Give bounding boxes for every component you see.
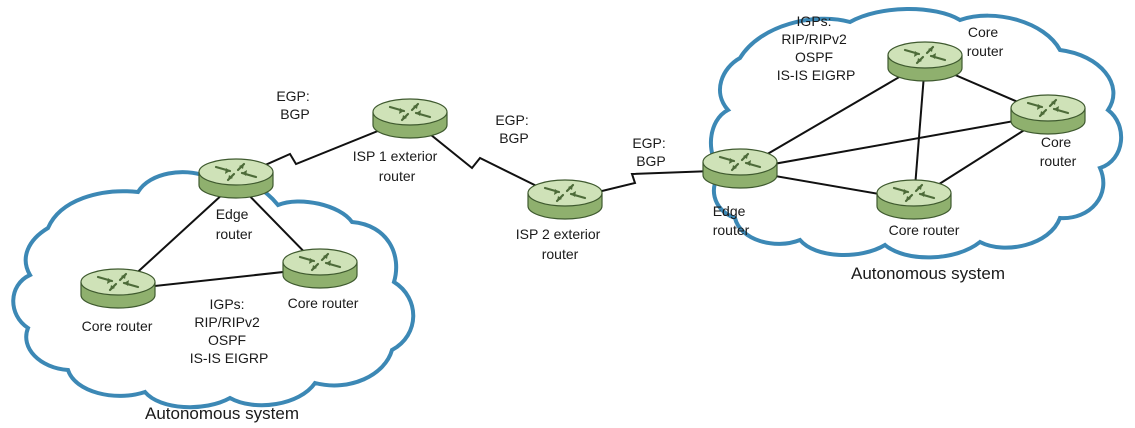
- right-core-router-top-label: Core router: [967, 24, 1004, 59]
- egp-middle-label: EGP: BGP: [495, 112, 532, 146]
- left-as-cloud: [11, 170, 416, 410]
- router-icon: [79, 267, 157, 310]
- link-core-top-core-bottom: [913, 61, 926, 201]
- egp-left-label: EGP: BGP: [276, 88, 313, 122]
- isp2-label: ISP 2 exterior router: [516, 226, 604, 262]
- router-icon: [875, 178, 953, 221]
- right-igps-label: IGPs: RIP/RIPv2 OSPF IS-IS EIGRP: [777, 13, 856, 83]
- right-core-router-right-label: Core router: [1040, 134, 1077, 169]
- right-edge-router-label: Edge router: [713, 203, 750, 238]
- router-icon: [281, 247, 359, 290]
- right-as-cloud: [709, 7, 1124, 260]
- left-igps-label: IGPs: RIP/RIPv2 OSPF IS-IS EIGRP: [190, 296, 269, 366]
- link-edge-core-top: [739, 61, 926, 171]
- right-core-router-bottom-label: Core router: [889, 222, 960, 238]
- link-edge-core-right-r: [739, 114, 1049, 171]
- router-icon: [1009, 93, 1087, 136]
- router-icon: [526, 178, 604, 221]
- wan-link-isp1-isp2: [409, 117, 566, 201]
- right-as-caption: Autonomous system: [851, 264, 1005, 283]
- egp-right-label: EGP: BGP: [632, 135, 669, 169]
- left-edge-router-label: Edge router: [216, 206, 253, 242]
- router-icon: [371, 97, 449, 140]
- router-icon: [886, 40, 964, 83]
- left-core-router-left-label: Core router: [82, 318, 153, 334]
- left-as-caption: Autonomous system: [145, 404, 299, 423]
- router-icon: [701, 147, 779, 190]
- router-icon: [197, 157, 275, 200]
- left-core-router-right-label: Core router: [288, 295, 359, 311]
- isp1-label: ISP 1 exterior router: [353, 148, 441, 184]
